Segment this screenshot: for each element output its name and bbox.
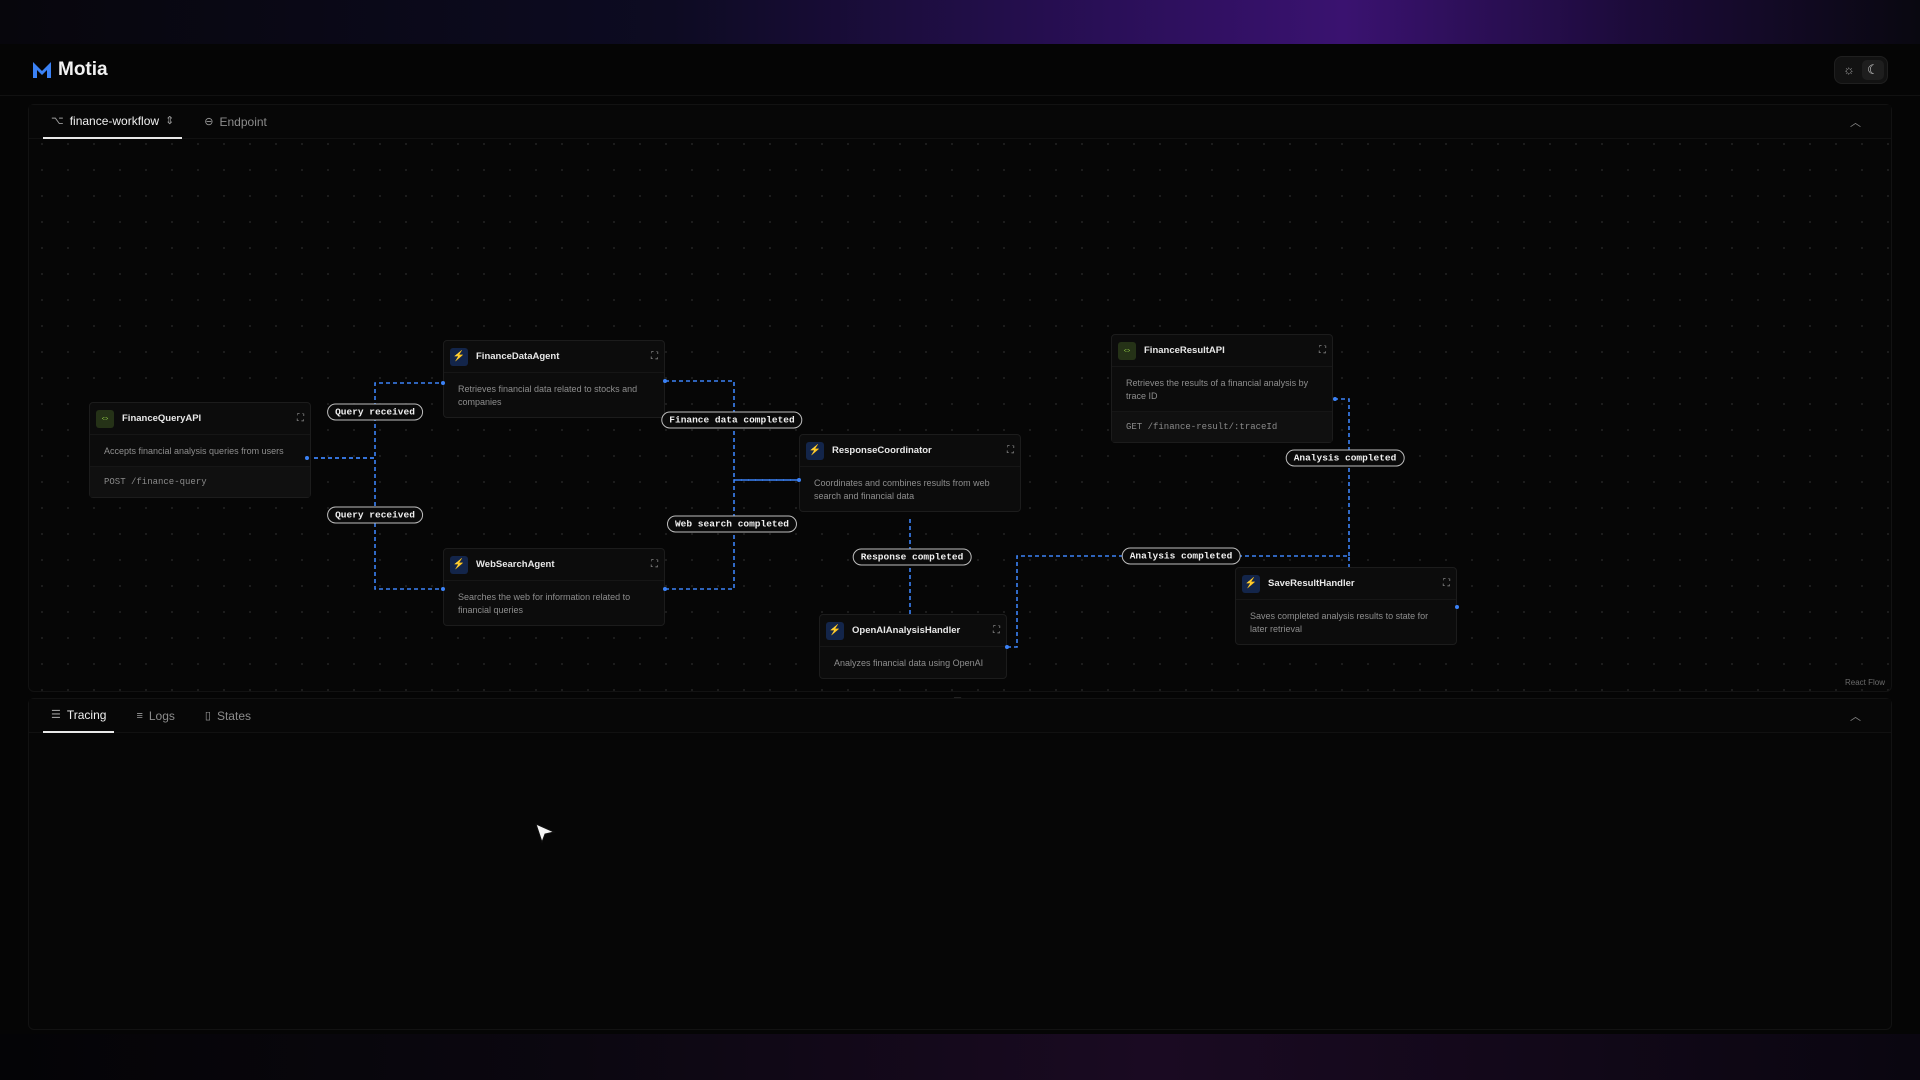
mouse-cursor-icon bbox=[535, 823, 556, 844]
node-title: OpenAIAnalysisHandler bbox=[852, 625, 961, 636]
workflow-icon: ⌥ bbox=[51, 115, 64, 127]
node-title: ResponseCoordinator bbox=[832, 445, 932, 456]
expand-icon[interactable]: ⛶ bbox=[297, 413, 304, 424]
node-save-result-handler[interactable]: ⚡ SaveResultHandler ⛶ Saves completed an… bbox=[1235, 567, 1457, 645]
flow-tabbar: ⌥ finance-workflow ⇕ ⊖ Endpoint bbox=[29, 105, 1891, 139]
edge-label-query-received[interactable]: Query received bbox=[327, 403, 423, 421]
edge-label-analysis-completed[interactable]: Analysis completed bbox=[1285, 449, 1405, 467]
edge-data-to-coordinator bbox=[665, 380, 799, 481]
bottom-panel: ☰ Tracing ≡ Logs ▯ States ︿ bbox=[28, 698, 1892, 1030]
api-link-icon: ⇔ bbox=[1118, 341, 1136, 360]
node-route: GET /finance-result/:traceId bbox=[1112, 411, 1332, 442]
node-header: ⇔ FinanceResultAPI ⛶ bbox=[1112, 335, 1332, 367]
tab-label: Endpoint bbox=[219, 114, 267, 129]
node-description: Saves completed analysis results to stat… bbox=[1250, 611, 1429, 634]
edge-label-web-search-completed[interactable]: Web search completed bbox=[666, 515, 798, 533]
motia-logo-icon bbox=[33, 61, 51, 78]
expand-icon[interactable]: ⛶ bbox=[1319, 345, 1326, 356]
node-finance-query-api[interactable]: ⇔ FinanceQueryAPI ⛶ Accepts financial an… bbox=[89, 402, 311, 498]
expand-icon[interactable]: ⛶ bbox=[651, 351, 658, 362]
app-header: Motia ☼ ☾ bbox=[0, 44, 1920, 96]
tab-finance-workflow[interactable]: ⌥ finance-workflow ⇕ bbox=[43, 105, 183, 139]
node-handle[interactable] bbox=[663, 379, 667, 383]
node-header: ⚡ OpenAIAnalysisHandler ⛶ bbox=[820, 615, 1006, 647]
node-handle[interactable] bbox=[1005, 645, 1009, 649]
flow-edges bbox=[307, 380, 1350, 648]
tab-logs[interactable]: ≡ Logs bbox=[128, 699, 182, 733]
node-title: FinanceResultAPI bbox=[1144, 345, 1225, 356]
expand-icon[interactable]: ⛶ bbox=[993, 625, 1000, 636]
tab-label: Logs bbox=[148, 708, 175, 723]
theme-toggle[interactable]: ☼ ☾ bbox=[1834, 55, 1888, 84]
node-finance-data-agent[interactable]: ⚡ FinanceDataAgent ⛶ Retrieves financial… bbox=[443, 340, 665, 418]
edge-query-to-web bbox=[307, 457, 443, 590]
node-handle[interactable] bbox=[1333, 397, 1337, 401]
node-handle[interactable] bbox=[441, 381, 445, 385]
node-header: ⚡ FinanceDataAgent ⛶ bbox=[444, 341, 664, 373]
node-handle[interactable] bbox=[305, 456, 309, 460]
node-description: Searches the web for information related… bbox=[458, 592, 631, 615]
node-handle[interactable] bbox=[1455, 605, 1459, 609]
bottom-tabbar: ☰ Tracing ≡ Logs ▯ States bbox=[29, 699, 1891, 733]
app-name: Motia bbox=[58, 58, 108, 80]
sun-icon[interactable]: ☼ bbox=[1843, 62, 1855, 77]
moon-icon[interactable]: ☾ bbox=[1862, 59, 1884, 80]
node-description: Analyzes financial data using OpenAI bbox=[834, 658, 984, 668]
node-response-coordinator[interactable]: ⚡ ResponseCoordinator ⛶ Coordinates and … bbox=[799, 434, 1021, 512]
edge-query-to-data bbox=[307, 382, 443, 459]
event-icon: ⚡ bbox=[1242, 574, 1260, 593]
node-description: Retrieves financial data related to stoc… bbox=[458, 384, 638, 407]
edge-save-to-result bbox=[1335, 398, 1350, 556]
edge-label-analysis-completed[interactable]: Analysis completed bbox=[1121, 547, 1241, 565]
collapse-flow-icon[interactable]: ︿ bbox=[1850, 117, 1861, 129]
node-route: POST /finance-query bbox=[90, 466, 310, 497]
edge-label-finance-data-completed[interactable]: Finance data completed bbox=[661, 411, 803, 429]
app-window: Motia ☼ ☾ ⌥ finance-workflow ⇕ ⊖ Endpoin… bbox=[0, 44, 1920, 1034]
node-title: FinanceQueryAPI bbox=[122, 413, 202, 424]
node-header: ⚡ ResponseCoordinator ⛶ bbox=[800, 435, 1020, 467]
event-icon: ⚡ bbox=[806, 441, 824, 460]
api-link-icon: ⇔ bbox=[96, 409, 114, 428]
event-icon: ⚡ bbox=[450, 555, 468, 574]
expand-icon[interactable]: ⛶ bbox=[651, 559, 658, 570]
edge-label-query-received[interactable]: Query received bbox=[327, 506, 423, 524]
collapse-bottom-icon[interactable]: ︿ bbox=[1850, 711, 1861, 723]
node-title: WebSearchAgent bbox=[476, 559, 555, 570]
event-icon: ⚡ bbox=[450, 347, 468, 366]
tab-label: finance-workflow bbox=[69, 113, 160, 128]
chevron-up-down-icon: ⇕ bbox=[165, 115, 175, 127]
node-description: Retrieves the results of a financial ana… bbox=[1126, 378, 1309, 401]
tab-endpoint[interactable]: ⊖ Endpoint bbox=[196, 105, 275, 139]
node-handle[interactable] bbox=[663, 587, 667, 591]
tab-label: States bbox=[216, 708, 251, 723]
expand-icon[interactable]: ⛶ bbox=[1007, 445, 1014, 456]
node-handle[interactable] bbox=[797, 478, 801, 482]
expand-icon[interactable]: ⛶ bbox=[1443, 578, 1450, 589]
node-handle[interactable] bbox=[441, 587, 445, 591]
list-icon: ≡ bbox=[136, 709, 143, 722]
node-header: ⚡ WebSearchAgent ⛶ bbox=[444, 549, 664, 581]
node-description: Coordinates and combines results from we… bbox=[814, 478, 990, 501]
tab-states[interactable]: ▯ States bbox=[197, 699, 259, 733]
link-icon: ⊖ bbox=[204, 116, 214, 128]
tracing-icon: ☰ bbox=[51, 709, 61, 721]
edge-web-to-coordinator bbox=[665, 479, 799, 590]
node-header: ⚡ SaveResultHandler ⛶ bbox=[1236, 568, 1456, 600]
app-logo[interactable]: Motia bbox=[32, 59, 108, 81]
node-finance-result-api[interactable]: ⇔ FinanceResultAPI ⛶ Retrieves the resul… bbox=[1111, 334, 1333, 443]
react-flow-attribution[interactable]: React Flow bbox=[1844, 678, 1885, 687]
file-icon: ▯ bbox=[204, 710, 211, 722]
event-icon: ⚡ bbox=[826, 621, 844, 640]
node-title: FinanceDataAgent bbox=[476, 351, 560, 362]
tab-label: Tracing bbox=[66, 707, 107, 722]
node-openai-analysis-handler[interactable]: ⚡ OpenAIAnalysisHandler ⛶ Analyzes finan… bbox=[819, 614, 1007, 679]
edge-openai-to-save bbox=[1007, 555, 1350, 648]
edge-label-response-completed[interactable]: Response completed bbox=[852, 548, 972, 566]
node-description: Accepts financial analysis queries from … bbox=[104, 446, 284, 456]
tab-tracing[interactable]: ☰ Tracing bbox=[43, 699, 115, 733]
workflow-panel: ⌥ finance-workflow ⇕ ⊖ Endpoint ︿ bbox=[28, 104, 1892, 692]
node-web-search-agent[interactable]: ⚡ WebSearchAgent ⛶ Searches the web for … bbox=[443, 548, 665, 626]
node-header: ⇔ FinanceQueryAPI ⛶ bbox=[90, 403, 310, 435]
node-title: SaveResultHandler bbox=[1268, 578, 1355, 589]
